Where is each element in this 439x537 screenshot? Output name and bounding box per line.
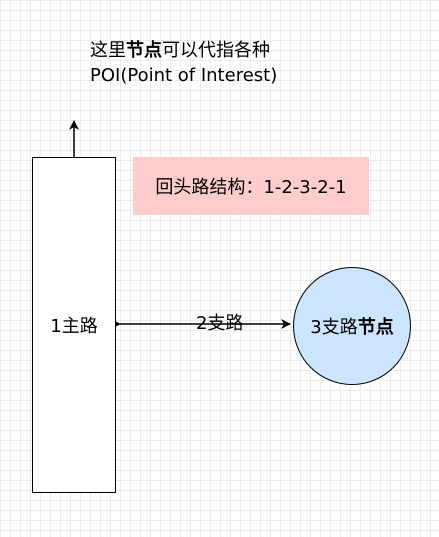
backtrack-callout-text: 回头路结构：1-2-3-2-1 xyxy=(155,177,347,198)
main-road-box: 1主路 xyxy=(32,157,116,493)
backtrack-callout: 回头路结构：1-2-3-2-1 xyxy=(133,157,369,215)
main-road-label: 1主路 xyxy=(50,316,98,337)
poi-note-prefix: 这里 xyxy=(90,40,126,61)
poi-note-suffix: 可以代指各种 xyxy=(162,40,270,61)
branch-node-prefix: 3支路 xyxy=(310,317,358,338)
poi-note: 这里节点可以代指各种 POI(Point of Interest) xyxy=(90,38,420,88)
branch-road-label: 2支路 xyxy=(196,313,244,334)
poi-note-line2: POI(Point of Interest) xyxy=(90,65,278,86)
poi-note-bold: 节点 xyxy=(126,40,162,61)
branch-node-bold: 节点 xyxy=(357,317,394,338)
branch-node-label: 3支路节点 xyxy=(310,313,393,339)
poi-note-line1: 这里节点可以代指各种 xyxy=(90,38,420,63)
branch-node-circle: 3支路节点 xyxy=(293,267,411,385)
